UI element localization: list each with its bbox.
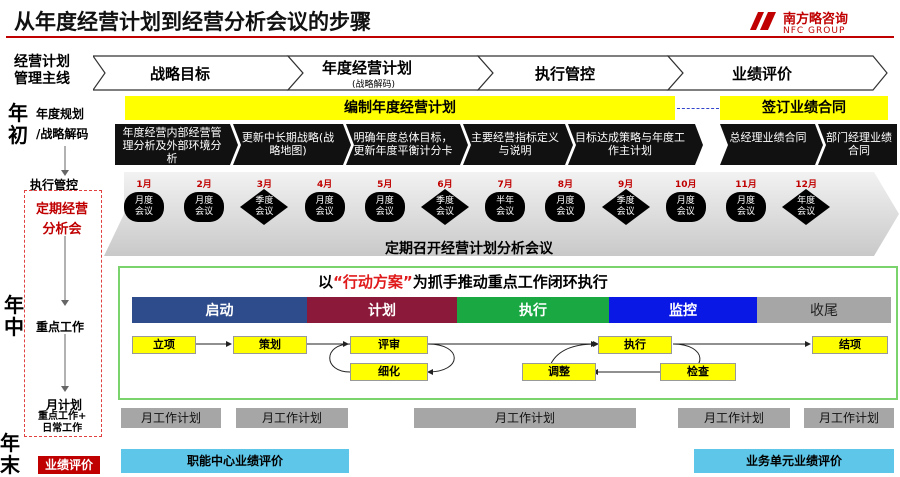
month-label: 11月 bbox=[735, 180, 757, 190]
month-label: 1月 bbox=[136, 180, 152, 190]
step-goals-bsc: 明确年度总体目标，更新年度平衡计分卡 bbox=[353, 131, 453, 157]
logo-icon bbox=[748, 8, 778, 34]
action-prefix: 以 bbox=[318, 273, 334, 291]
meeting-pill: 月度 会议 bbox=[364, 192, 405, 222]
month-label: 3月 bbox=[256, 180, 273, 190]
step-close: 结项 bbox=[812, 336, 888, 354]
step-adjust: 调整 bbox=[522, 363, 596, 381]
step-review: 评审 bbox=[350, 336, 428, 354]
month-label: 2月 bbox=[196, 180, 212, 190]
month-label: 7月 bbox=[497, 180, 513, 190]
month-label: 12月 bbox=[795, 180, 817, 190]
step-analysis: 年度经营内部经营管理分析及外部环境分析 bbox=[122, 126, 222, 165]
bu-eval-bar: 业务单元业绩评价 bbox=[694, 449, 894, 473]
chevron-annual-plan-sub: (战略解码) bbox=[352, 80, 396, 90]
action-box bbox=[118, 266, 898, 400]
logo-sub: NFC GROUP bbox=[783, 26, 846, 36]
exec-control-label: 执行管控 bbox=[30, 178, 79, 192]
meeting-pill: 月度 会议 bbox=[545, 192, 586, 222]
month-label: 10月 bbox=[675, 180, 697, 190]
contract-bar: 签订业绩合同 bbox=[720, 96, 888, 120]
meeting-label: 季度 会议 bbox=[255, 196, 274, 217]
chevron-annual-plan: 年度经营计划 bbox=[322, 59, 413, 77]
year-mid-label: 年 中 bbox=[4, 293, 24, 339]
func-eval-bar: 职能中心业绩评价 bbox=[121, 449, 349, 473]
chevron-strategy: 战略目标 bbox=[150, 65, 211, 83]
meeting-label: 定期经营 分析会 bbox=[35, 202, 88, 237]
monthly-plan-label: 月计划 bbox=[46, 398, 83, 412]
phase-exec: 执行 bbox=[457, 297, 609, 323]
action-title: 以“行动方案”为抓手推动重点工作闭环执行 bbox=[318, 271, 608, 292]
meeting-pill: 月度 会议 bbox=[665, 192, 706, 222]
step-dept-contract: 部门经理业绩合同 bbox=[826, 131, 892, 157]
month-label: 8月 bbox=[557, 180, 574, 190]
step-kpi-def: 主要经营指标定义与说明 bbox=[471, 131, 559, 157]
step-initiate: 立项 bbox=[132, 336, 196, 354]
meeting-arrow-label: 定期召开经营计划分析会议 bbox=[385, 241, 553, 257]
month-label: 4月 bbox=[316, 180, 333, 190]
page-title: 从年度经营计划到经营分析会议的步骤 bbox=[14, 10, 371, 34]
meeting-pill: 半年 会议 bbox=[485, 192, 526, 222]
monthly-plan-sub: 重点工作+ 日常工作 bbox=[38, 411, 87, 434]
phase-start: 启动 bbox=[132, 297, 307, 323]
plan-bar: 编制年度经营计划 bbox=[125, 96, 675, 120]
logo-name: 南方略咨询 bbox=[783, 12, 849, 27]
monthly-box-3: 月工作计划 bbox=[414, 408, 636, 428]
left-dashed-box bbox=[24, 190, 102, 437]
phase-close: 收尾 bbox=[757, 297, 891, 323]
chevron-perf: 业绩评价 bbox=[732, 65, 793, 83]
step-refine: 细化 bbox=[350, 363, 428, 381]
monthly-box-1: 月工作计划 bbox=[121, 408, 221, 428]
monthly-box-4: 月工作计划 bbox=[678, 408, 790, 428]
meeting-pill: 月度 会议 bbox=[184, 192, 225, 222]
chevron-exec: 执行管控 bbox=[535, 65, 596, 83]
step-strategy-map: 更新中长期战略(战略地图) bbox=[241, 131, 335, 157]
key-work-label: 重点工作 bbox=[36, 320, 85, 334]
meeting-label: 年度 会议 bbox=[797, 196, 816, 217]
meeting-diamond bbox=[421, 189, 469, 225]
step-strategy-plan: 目标达成策略与年度工作主计划 bbox=[575, 131, 685, 157]
perf-eval-label: 业绩评价 bbox=[38, 456, 100, 474]
annual-plan-label: 年度规划 /战略解码 bbox=[36, 107, 89, 141]
plan-contract-connector bbox=[677, 108, 719, 109]
year-end-label: 年 末 bbox=[0, 431, 20, 477]
month-label: 9月 bbox=[617, 180, 634, 190]
title-divider bbox=[6, 36, 894, 38]
meeting-diamond bbox=[240, 189, 289, 225]
monthly-box-2: 月工作计划 bbox=[236, 408, 348, 428]
meeting-diamond bbox=[601, 189, 650, 225]
meeting-pill: 月度 会议 bbox=[726, 192, 766, 222]
monthly-box-5: 月工作计划 bbox=[804, 408, 894, 428]
step-execute: 执行 bbox=[598, 336, 672, 354]
year-start-label: 年 初 bbox=[8, 101, 28, 147]
phase-chevrons bbox=[93, 55, 888, 91]
meeting-label: 季度 会议 bbox=[616, 196, 635, 217]
action-highlight: “行动方案” bbox=[333, 273, 413, 291]
black-steps-shape bbox=[115, 124, 897, 165]
month-label: 5月 bbox=[377, 180, 393, 190]
meeting-pill: 月度 会议 bbox=[304, 192, 345, 222]
step-plan: 策划 bbox=[233, 336, 307, 354]
step-check: 检查 bbox=[660, 363, 736, 381]
month-label: 6月 bbox=[437, 180, 453, 190]
meeting-diamond bbox=[782, 189, 831, 225]
left-flow-arrows bbox=[61, 146, 69, 392]
phase-monitor: 监控 bbox=[609, 297, 757, 323]
meeting-label: 季度 会议 bbox=[435, 196, 454, 217]
main-line-header: 经营计划 管理主线 bbox=[14, 54, 70, 87]
action-suffix: 为抓手推动重点工作闭环执行 bbox=[412, 273, 608, 291]
meeting-pill: 月度 会议 bbox=[124, 192, 164, 222]
step-gm-contract: 总经理业绩合同 bbox=[729, 131, 807, 144]
phase-plan: 计划 bbox=[307, 297, 457, 323]
